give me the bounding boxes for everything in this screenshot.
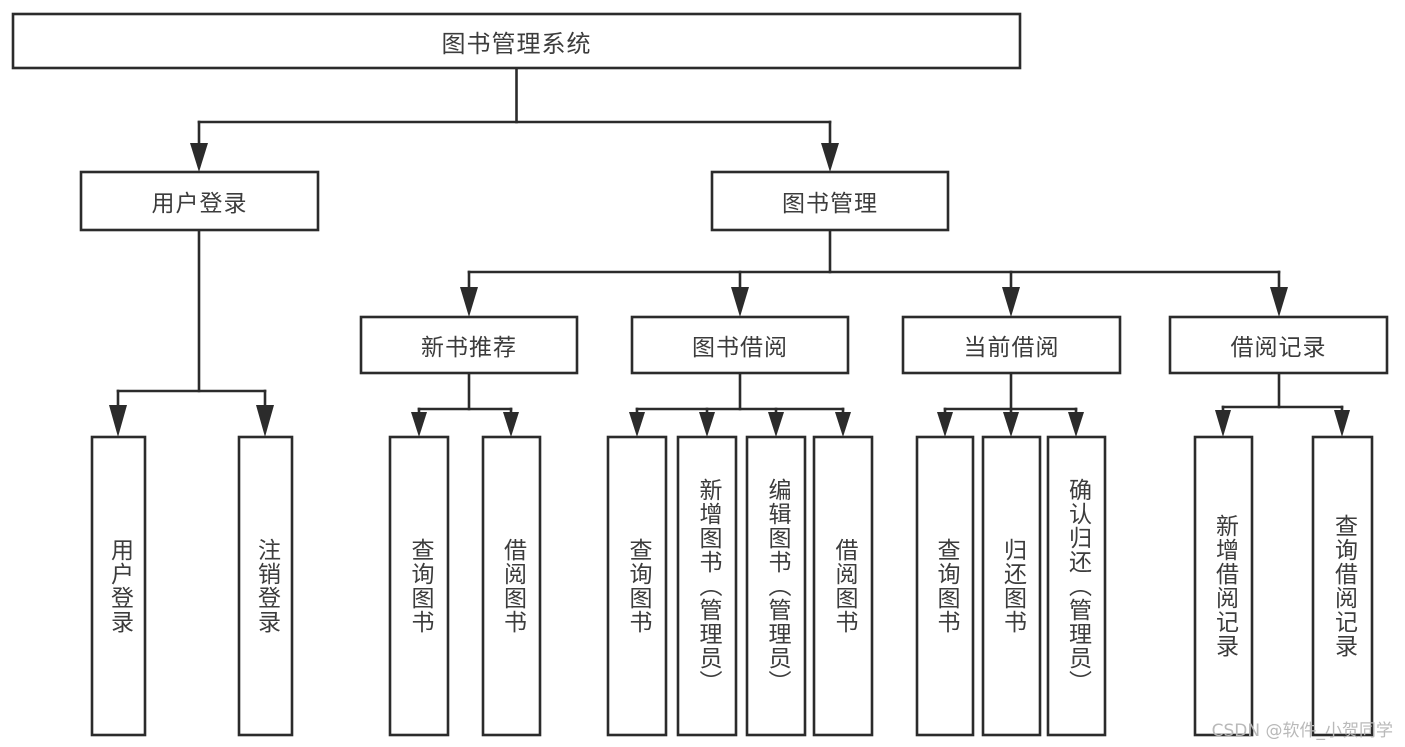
arrow-to-borrow-record [1270,287,1288,317]
arrow-leaf-logout [256,405,274,437]
node-box-user-login[interactable] [79,170,320,232]
arrow-leaf-return-book [1003,412,1019,437]
node-box-leaf-edit-book[interactable] [745,435,807,737]
edge-group-borrow-record [1215,371,1350,437]
node-box-book-borrow[interactable] [630,315,850,375]
node-box-new-book-rec[interactable] [359,315,579,375]
arrow-leaf-user-login [109,405,127,437]
edge-group-book-manage [460,228,1288,317]
arrow-leaf-query-book-3 [937,412,953,437]
edge-group-book-borrow [629,371,851,437]
arrow-leaf-query-book-1 [411,412,427,437]
arrow-leaf-confirm-return [1068,412,1084,437]
node-box-leaf-confirm-return[interactable] [1046,435,1107,737]
arrow-leaf-query-book-2 [629,412,645,437]
node-box-leaf-return-book[interactable] [981,435,1042,737]
edge-group-user-login [109,228,274,437]
node-box-book-manage[interactable] [710,170,950,232]
node-box-leaf-borrow-book-1[interactable] [481,435,542,737]
node-box-leaf-borrow-book-2[interactable] [812,435,874,737]
node-box-leaf-add-book[interactable] [676,435,738,737]
node-box-root[interactable] [11,12,1022,70]
arrow-to-user-login [190,143,208,172]
arrow-leaf-query-record [1334,410,1350,437]
edge-group-current-borrow [937,371,1084,437]
node-box-leaf-user-login[interactable] [90,435,147,737]
arrow-leaf-edit-book [768,412,784,437]
arrow-leaf-add-record [1215,410,1231,437]
node-box-leaf-query-book-1[interactable] [388,435,450,737]
node-box-leaf-query-book-3[interactable] [915,435,975,737]
node-box-leaf-add-record[interactable] [1193,435,1254,737]
edge-group-root [190,66,839,172]
node-box-leaf-query-record[interactable] [1311,435,1374,737]
edge-group-new-book-rec [411,371,519,437]
node-box-borrow-record[interactable] [1168,315,1389,375]
arrow-leaf-add-book [699,412,715,437]
arrow-to-current-borrow [1002,287,1020,317]
arrow-leaf-borrow-book-1 [503,412,519,437]
arrow-to-new-book-rec [460,287,478,317]
node-box-leaf-query-book-2[interactable] [606,435,668,737]
arrow-to-book-borrow [731,287,749,317]
arrow-to-book-manage [821,143,839,172]
arrow-leaf-borrow-book-2 [835,412,851,437]
node-box-current-borrow[interactable] [901,315,1122,375]
node-box-leaf-logout[interactable] [237,435,294,737]
